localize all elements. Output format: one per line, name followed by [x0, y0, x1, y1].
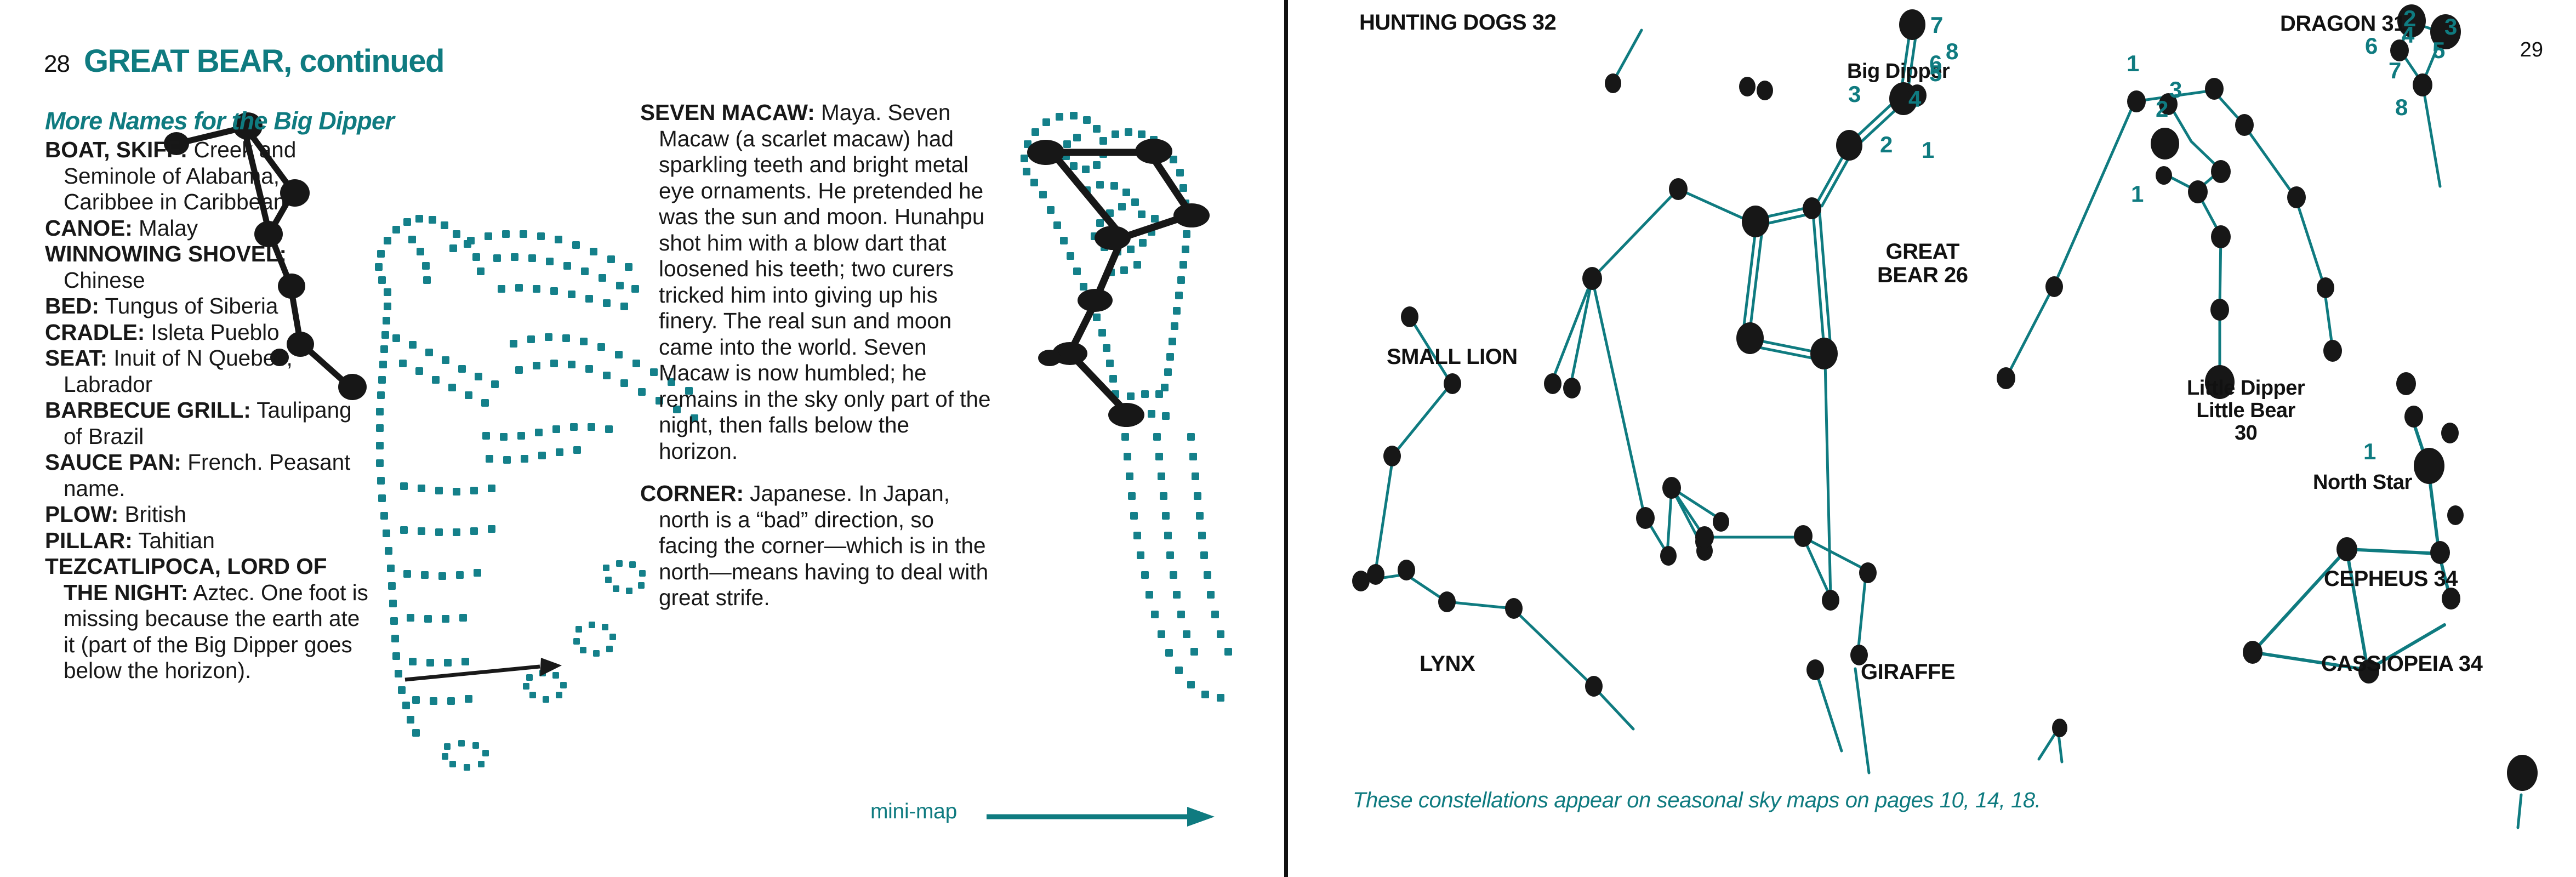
star-number-big-dipper-8: 8: [1946, 38, 1959, 64]
entry-term: CORNER:: [640, 481, 744, 506]
constellation-label-big-dipper: Big Dipper: [1847, 60, 1950, 83]
entry-term: BARBECUE GRILL:: [45, 397, 251, 423]
star-number-big-dipper-6: 6: [1929, 50, 1942, 76]
star-number-north-star-1: 1: [2363, 438, 2376, 464]
star-dots: [1352, 4, 2538, 791]
glossary-entry: SAUCE PAN: French. Peasant name.: [45, 449, 374, 502]
sky-map-caption: These constellations appear on seasonal …: [1353, 788, 2041, 812]
constellation-label-giraffe: GIRAFFE: [1861, 660, 1956, 684]
dipper-stars-figure-b: [1027, 139, 1210, 427]
constellation-label-lynx: LYNX: [1420, 652, 1475, 676]
entry-description: Malay: [132, 215, 198, 241]
entry-term: SEVEN MACAW:: [640, 100, 815, 125]
star-number-little-dipper-3: 3: [2169, 77, 2182, 102]
star-number-dragon-8: 8: [2395, 94, 2408, 120]
glossary-entry: BARBECUE GRILL: Taulipang of Brazil: [45, 397, 374, 449]
entry-description: Isleta Pueblo: [145, 319, 280, 345]
star-number-cepheus-top-3: 3: [2444, 14, 2458, 39]
entry-description: Maya. Seven Macaw (a scarlet macaw) had …: [659, 100, 991, 464]
entry-description: Japanese. In Japan, north is a “bad” dir…: [659, 481, 989, 610]
page-number-right: 29: [2520, 38, 2543, 61]
glossary-entry: BOAT, SKIFF: Creek and Seminole of Alaba…: [45, 137, 374, 215]
entry-term: PILLAR:: [45, 527, 133, 553]
mini-map-arrow-icon: [987, 807, 1215, 827]
mini-map-label: mini-map: [870, 800, 957, 823]
glossary-entry: PILLAR: Tahitian: [45, 528, 374, 554]
text-column-2: SEVEN MACAW: Maya. Seven Macaw (a scarle…: [640, 100, 991, 611]
entry-term: CRADLE:: [45, 319, 145, 345]
star-number-cepheus-top-4: 4: [2402, 22, 2415, 48]
dipper-stars-figure-a: [164, 112, 367, 400]
entry-description: Taulipang of Brazil: [64, 397, 352, 449]
entry-description: Creek and Seminole of Alabama, Caribbee …: [64, 137, 297, 214]
sky-map-diagram: [1352, 4, 2538, 829]
glossary-entry: TEZCATLIPOCA, LORD OF THE NIGHT: Aztec. …: [45, 554, 374, 684]
entry-term: BED:: [45, 293, 99, 318]
constellation-label-small-lion: SMALL LION: [1387, 345, 1518, 369]
page-title: GREAT BEAR, continued: [83, 43, 444, 79]
entry-term: TEZCATLIPOCA, LORD OF THE NIGHT:: [45, 554, 327, 605]
glossary-entry: CANOE: Malay: [45, 215, 374, 242]
glossary-entry: PLOW: British: [45, 502, 374, 528]
left-page: 28 GREAT BEAR, continued More Names for …: [0, 0, 1284, 877]
star-number-cepheus-top-2: 2: [2403, 5, 2417, 31]
constellation-label-cepheus: CEPHEUS 34: [2324, 567, 2458, 591]
star-number-little-dipper-1: 1: [2131, 181, 2144, 207]
constellation-label-hunting-dogs: HUNTING DOGS 32: [1359, 10, 1557, 35]
star-number-little-dipper-2: 2: [2156, 96, 2169, 122]
constellation-label-dragon: DRAGON 31: [2280, 12, 2406, 36]
star-number-dragon-7: 7: [2389, 58, 2402, 83]
entry-description: Chinese: [64, 267, 145, 293]
glossary-entry: BED: Tungus of Siberia: [45, 293, 374, 320]
entry-term: CANOE:: [45, 215, 133, 241]
entry-description: British: [118, 502, 187, 527]
glossary-entry: CRADLE: Isleta Pueblo: [45, 320, 374, 346]
entry-term: PLOW:: [45, 502, 119, 527]
page-spine-divider: [1284, 0, 1288, 877]
entry-description: Inuit of N Quebec, Labrador: [64, 345, 293, 397]
text-column-1: BOAT, SKIFF: Creek and Seminole of Alaba…: [45, 137, 374, 684]
pointer-arrow-icon: [404, 658, 562, 682]
glossary-entry: CORNER: Japanese. In Japan, north is a “…: [640, 481, 991, 611]
entry-term: SEAT:: [45, 345, 108, 371]
mini-map-illustrations: [164, 112, 1232, 771]
right-page: 29: [1288, 0, 2576, 877]
star-number-cepheus-top-5: 5: [2432, 37, 2446, 63]
star-number-big-dipper-3: 3: [1848, 81, 1861, 107]
entry-description: Tahitian: [132, 527, 215, 553]
star-number-big-dipper-4: 4: [1908, 86, 1922, 112]
entry-term: SAUCE PAN:: [45, 449, 182, 475]
entry-term: WINNOWING SHOVEL:: [45, 241, 287, 266]
entry-term: BOAT, SKIFF:: [45, 137, 188, 162]
paragraph-gap: [640, 464, 991, 481]
star-number-dragon-6: 6: [2365, 33, 2378, 59]
constellation-label-north-star: North Star: [2313, 471, 2412, 494]
entry-description: Tungus of Siberia: [99, 293, 278, 318]
star-number-big-dipper-7: 7: [1930, 12, 1944, 38]
entry-description: Aztec. One foot is missing because the e…: [64, 579, 368, 684]
star-number-dragon-1: 1: [2127, 50, 2140, 76]
star-number-big-dipper-2: 2: [1880, 132, 1893, 157]
subhead: More Names for the Big Dipper: [45, 107, 395, 135]
glossary-entry: SEVEN MACAW: Maya. Seven Macaw (a scarle…: [640, 100, 991, 464]
glossary-entry: SEAT: Inuit of N Quebec, Labrador: [45, 345, 374, 397]
star-number-big-dipper-1: 1: [1922, 137, 1935, 163]
page-number-left: 28: [44, 50, 70, 77]
entry-description: French. Peasant name.: [64, 449, 351, 501]
star-number-big-dipper-5: 5: [1929, 60, 1942, 86]
constellation-label-cassiopeia: CASSIOPEIA 34: [2321, 652, 2483, 676]
glossary-entry: WINNOWING SHOVEL: Chinese: [45, 241, 374, 293]
page-header: 28 GREAT BEAR, continued: [44, 43, 444, 79]
